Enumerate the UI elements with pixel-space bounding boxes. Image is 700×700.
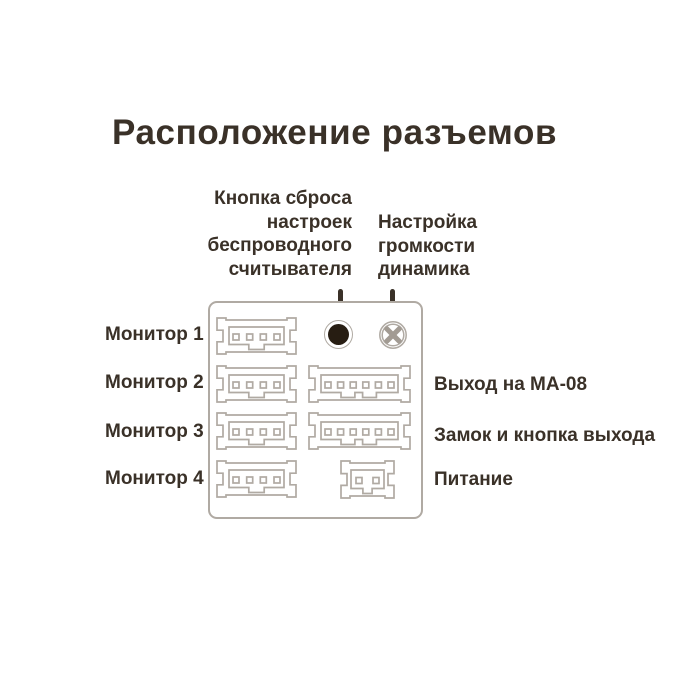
label-line: беспроводного bbox=[207, 235, 352, 256]
label-line: динамика bbox=[378, 259, 470, 280]
monitor-2-label: Монитор 2 bbox=[105, 372, 204, 393]
label-line: считывателя bbox=[228, 258, 352, 280]
label-line: Кнопка сброса bbox=[214, 188, 352, 209]
lock-exit-label: Замок и кнопка выхода bbox=[434, 425, 656, 446]
connector-monitor-1 bbox=[216, 317, 297, 355]
monitor-1-label: Монитор 1 bbox=[105, 324, 204, 345]
power-label: Питание bbox=[434, 469, 513, 490]
page-title: Расположение разъемов bbox=[112, 113, 558, 152]
label-line: Настройка bbox=[378, 212, 478, 233]
volume-callout-label: Настройка громкости динамика bbox=[378, 211, 477, 282]
connector-monitor-2 bbox=[216, 365, 297, 403]
connector-lock-exit-button bbox=[308, 412, 411, 450]
board-outline bbox=[208, 301, 423, 519]
black-round-button-icon bbox=[324, 320, 353, 349]
reset-leader-line bbox=[338, 289, 343, 312]
connector-ma08-output bbox=[308, 365, 411, 403]
monitor-3-label: Монитор 3 bbox=[105, 421, 204, 442]
monitor-4-label: Монитор 4 bbox=[105, 468, 204, 489]
reset-button-disc bbox=[328, 324, 349, 345]
label-line: настроек bbox=[266, 211, 352, 233]
volume-leader-line bbox=[390, 289, 395, 312]
connector-power bbox=[340, 460, 395, 499]
connector-monitor-4 bbox=[216, 460, 297, 498]
ma08-output-label: Выход на МА-08 bbox=[434, 374, 588, 395]
label-line: громкости bbox=[378, 235, 476, 257]
phillips-screw-icon bbox=[379, 321, 407, 349]
connector-monitor-3 bbox=[216, 412, 297, 450]
reset-callout-label: Кнопка сброса настроек беспроводного счи… bbox=[207, 187, 352, 281]
